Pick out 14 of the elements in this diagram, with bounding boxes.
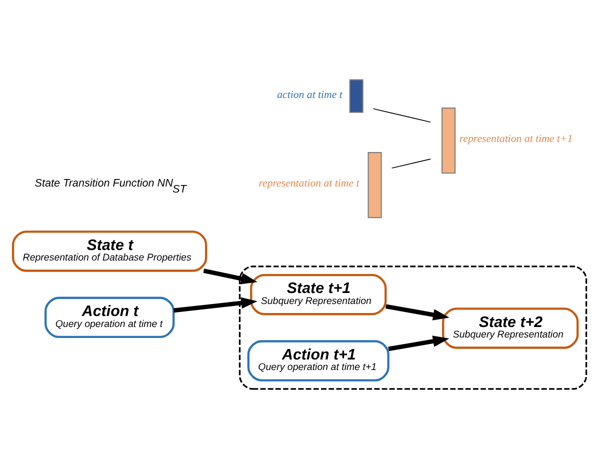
arrow xyxy=(203,268,258,284)
node-label: action at time t xyxy=(277,88,342,100)
node-label: representation at time t xyxy=(258,177,360,190)
node-box: State t+2 Subquery Representation xyxy=(442,307,579,348)
node-box: Action t+1 Query operation at time t+1 xyxy=(247,340,390,381)
arrow xyxy=(385,304,450,320)
node-box: State t+1 Subquery Representation xyxy=(250,274,387,315)
node-box: State t Representation of Database Properties xyxy=(12,230,208,272)
connector xyxy=(372,108,431,122)
node-box: Action t Query operation at time t xyxy=(44,296,175,338)
arrow xyxy=(388,335,450,351)
node-label: representation at time t+1 xyxy=(459,132,573,145)
arrow xyxy=(174,296,258,312)
connector xyxy=(391,158,431,168)
